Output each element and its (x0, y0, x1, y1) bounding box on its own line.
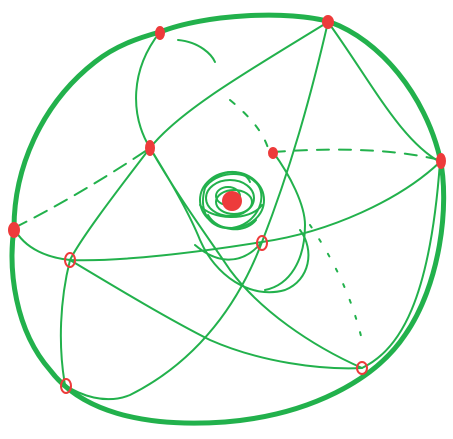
nucleus-core (222, 191, 242, 211)
great-circle-3 (328, 22, 440, 162)
great-circle-3b (65, 22, 328, 399)
equator-back (14, 148, 150, 228)
node-top-right (323, 16, 333, 28)
hidden-arc-2 (230, 100, 268, 148)
great-circle-1 (61, 22, 328, 385)
node-right (437, 154, 445, 168)
lower-loop (70, 162, 440, 368)
node-upper-center (269, 148, 277, 158)
node-upper-middle (146, 141, 154, 155)
sphere-outline (12, 15, 444, 423)
hidden-arc-1 (310, 225, 362, 340)
hidden-arc-3 (178, 40, 215, 62)
node-top-left (156, 27, 164, 39)
node-left (9, 223, 19, 237)
equator-back-right (273, 150, 440, 160)
